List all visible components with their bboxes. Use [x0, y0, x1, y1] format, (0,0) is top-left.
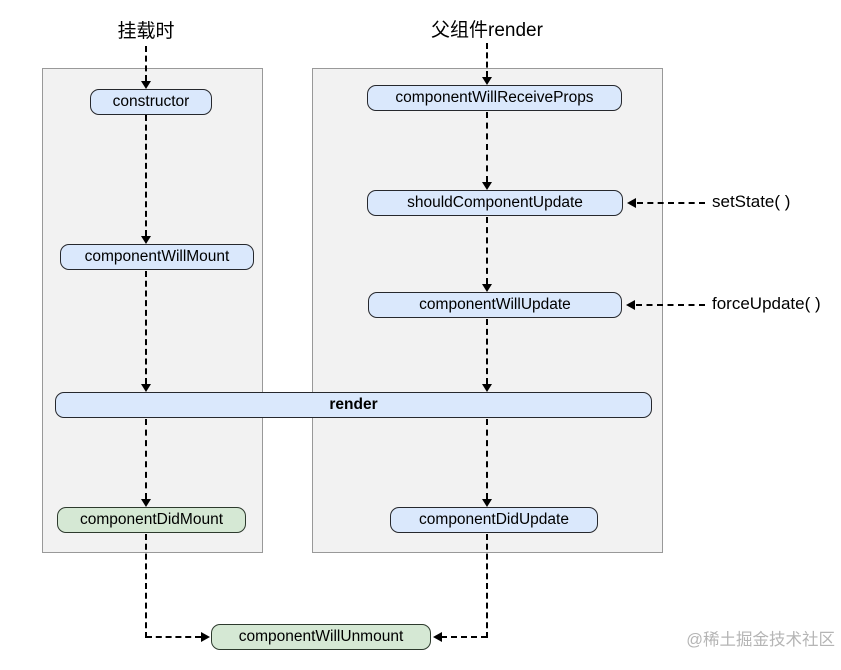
- arrowhead-constructor: [141, 81, 151, 89]
- node-componentwillmount: componentWillMount: [60, 244, 254, 270]
- parent-render-header: 父组件render: [431, 20, 543, 41]
- arrowhead-willreceiveprops: [482, 77, 492, 85]
- arrowhead-didmount: [141, 499, 151, 507]
- arrowhead-shouldupdate: [482, 182, 492, 190]
- arrowhead-didupdate: [482, 499, 492, 507]
- arrow-constructor-to-willmount: [145, 115, 147, 236]
- arrowhead-willupdate: [482, 284, 492, 292]
- arrow-willupdate-to-render: [486, 319, 488, 384]
- arrowhead-setstate: [627, 198, 636, 208]
- arrow-willmount-to-render: [145, 271, 147, 384]
- arrow-didupdate-elbow-vertical: [486, 534, 488, 638]
- arrowhead-willunmount-right: [433, 632, 442, 642]
- arrowhead-willunmount-left: [201, 632, 210, 642]
- node-render: render: [55, 392, 652, 418]
- arrow-didupdate-elbow-horizontal: [441, 636, 487, 638]
- arrowhead-render-right: [482, 384, 492, 392]
- arrow-didmount-elbow-vertical: [145, 534, 147, 638]
- arrowhead-forceupdate: [626, 300, 635, 310]
- arrowhead-render-left: [141, 384, 151, 392]
- setstate-label: setState( ): [712, 192, 791, 211]
- arrow-willreceiveprops-to-shouldupdate: [486, 112, 488, 182]
- forceupdate-label: forceUpdate( ): [712, 294, 821, 313]
- node-shouldcomponentupdate: shouldComponentUpdate: [367, 190, 623, 216]
- arrowhead-willmount: [141, 236, 151, 244]
- arrow-render-to-didupdate: [486, 419, 488, 499]
- node-componentdidupdate: componentDidUpdate: [390, 507, 598, 533]
- node-componentdidmount: componentDidMount: [57, 507, 246, 533]
- arrow-header-to-constructor: [145, 46, 147, 81]
- node-componentwillupdate: componentWillUpdate: [368, 292, 622, 318]
- arrow-setstate: [637, 202, 705, 204]
- node-componentwillunmount: componentWillUnmount: [211, 624, 431, 650]
- arrow-forceupdate: [636, 304, 705, 306]
- arrow-didmount-elbow-horizontal: [146, 636, 201, 638]
- watermark: @稀土掘金技术社区: [686, 631, 835, 649]
- node-componentwillreceiveprops: componentWillReceiveProps: [367, 85, 622, 111]
- mount-column-panel: [42, 68, 263, 553]
- mount-column-header: 挂载时: [117, 21, 175, 42]
- node-constructor: constructor: [90, 89, 212, 115]
- arrow-render-to-didmount: [145, 419, 147, 499]
- arrow-shouldupdate-to-willupdate: [486, 217, 488, 284]
- arrow-header-to-willreceiveprops: [486, 43, 488, 77]
